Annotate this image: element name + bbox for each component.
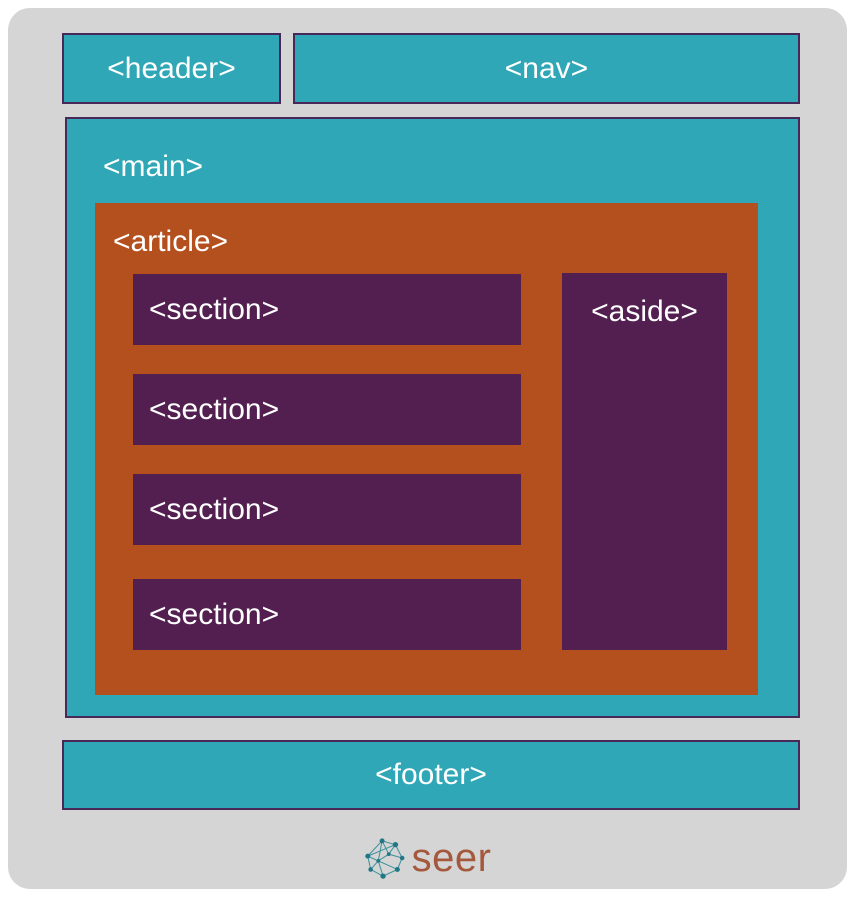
nav-element-label: <nav> xyxy=(504,51,589,85)
network-constellation-icon xyxy=(363,836,405,880)
section-element-label: <section> xyxy=(149,597,280,631)
section-element-box-3: <section> xyxy=(133,474,521,545)
footer-element-label: <footer> xyxy=(375,758,487,791)
section-element-box-1: <section> xyxy=(133,274,521,345)
seer-logo-text: seer xyxy=(411,836,492,880)
seer-logo: seer xyxy=(0,834,854,882)
section-element-label: <section> xyxy=(149,492,280,526)
footer-element-box: <footer> xyxy=(62,740,800,810)
section-element-box-4: <section> xyxy=(133,579,521,650)
main-element-label: <main> xyxy=(103,150,204,183)
section-element-label: <section> xyxy=(149,292,280,326)
header-element-box: <header> xyxy=(62,33,281,104)
section-element-label: <section> xyxy=(149,392,280,426)
section-element-box-2: <section> xyxy=(133,374,521,445)
header-element-label: <header> xyxy=(107,51,236,85)
article-element-label: <article> xyxy=(113,225,229,258)
aside-element-box: <aside> xyxy=(562,273,727,650)
nav-element-box: <nav> xyxy=(293,33,800,104)
aside-element-label: <aside> xyxy=(591,295,698,328)
